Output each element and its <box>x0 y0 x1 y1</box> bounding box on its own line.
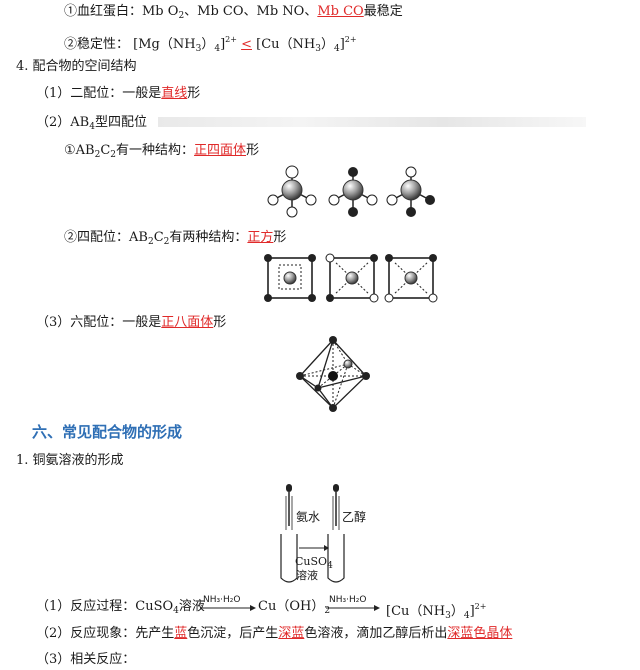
item-2a: ①AB2C2有一种结构：正四面体形 <box>64 143 260 160</box>
section-6-title: 六、常见配合物的形成 <box>32 423 183 441</box>
related-reactions-title: （3）相关反应： <box>36 652 136 667</box>
answer-tetrahedron: 正四面体 <box>194 143 247 158</box>
reaction-arrow-2 <box>326 605 380 611</box>
item-2: （2）AB4型四配位 <box>36 115 147 132</box>
answer-blue: 蓝 <box>174 626 188 641</box>
answer-deep-blue: 深蓝 <box>278 626 305 641</box>
answer-mbco: Mb CO <box>317 4 364 19</box>
answer-compare: < <box>241 37 252 52</box>
answer-deep-blue-crystal: 深蓝色晶体 <box>447 626 513 641</box>
answer-octahedron: 正八面体 <box>161 315 214 330</box>
arrow-1-reagent: NH₃·H₂O <box>203 595 241 605</box>
redacted-text <box>158 117 586 127</box>
square-planar-1 <box>264 254 316 302</box>
product-complex: [Cu（NH3）4]2+ <box>386 602 487 621</box>
answer-linear: 直线 <box>161 86 188 101</box>
tetra-molecule-2 <box>328 167 378 217</box>
square-planar-2 <box>325 253 379 303</box>
label-solution: 溶液 <box>296 569 318 582</box>
item-3: （3）六配位：一般是正八面体形 <box>36 315 227 330</box>
reaction-arrow-1 <box>200 605 256 611</box>
arrow-2-reagent: NH₃·H₂O <box>329 595 367 605</box>
reaction-process: （1）反应过程：CuSO4溶液 <box>36 599 205 616</box>
label-ethanol: 乙醇 <box>342 510 367 524</box>
subsection-1-title: 1. 铜氨溶液的形成 <box>16 453 124 468</box>
intermediate-cuoh2: Cu（OH）2 <box>258 599 331 616</box>
answer-square: 正方 <box>247 230 274 245</box>
hemoglobin-line: ①血红蛋白：Mb O2、Mb CO、Mb NO、Mb CO最稳定 <box>64 4 403 21</box>
octahedron-figure <box>296 336 370 412</box>
item-1: （1）二配位：一般是直线形 <box>36 86 201 101</box>
square-planar-3 <box>384 254 438 303</box>
tetra-molecule-3 <box>386 166 435 217</box>
label-ammonia: 氨水 <box>296 510 321 524</box>
item-2b: ②四配位：AB2C2有两种结构：正方形 <box>64 230 287 247</box>
section-4-title: 4. 配合物的空间结构 <box>16 59 137 74</box>
test-tube-apparatus <box>280 484 345 583</box>
tetra-molecule-1 <box>267 165 317 218</box>
reaction-phenomenon: （2）反应现象：先产生蓝色沉淀，后产生深蓝色溶液，滴加乙醇后析出深蓝色晶体 <box>36 626 513 641</box>
label-cuso4: CuSO4 <box>295 555 333 571</box>
stability-line: ②稳定性： [Mg（NH3）4]2+ < [Cu（NH3）4]2+ <box>64 35 357 54</box>
